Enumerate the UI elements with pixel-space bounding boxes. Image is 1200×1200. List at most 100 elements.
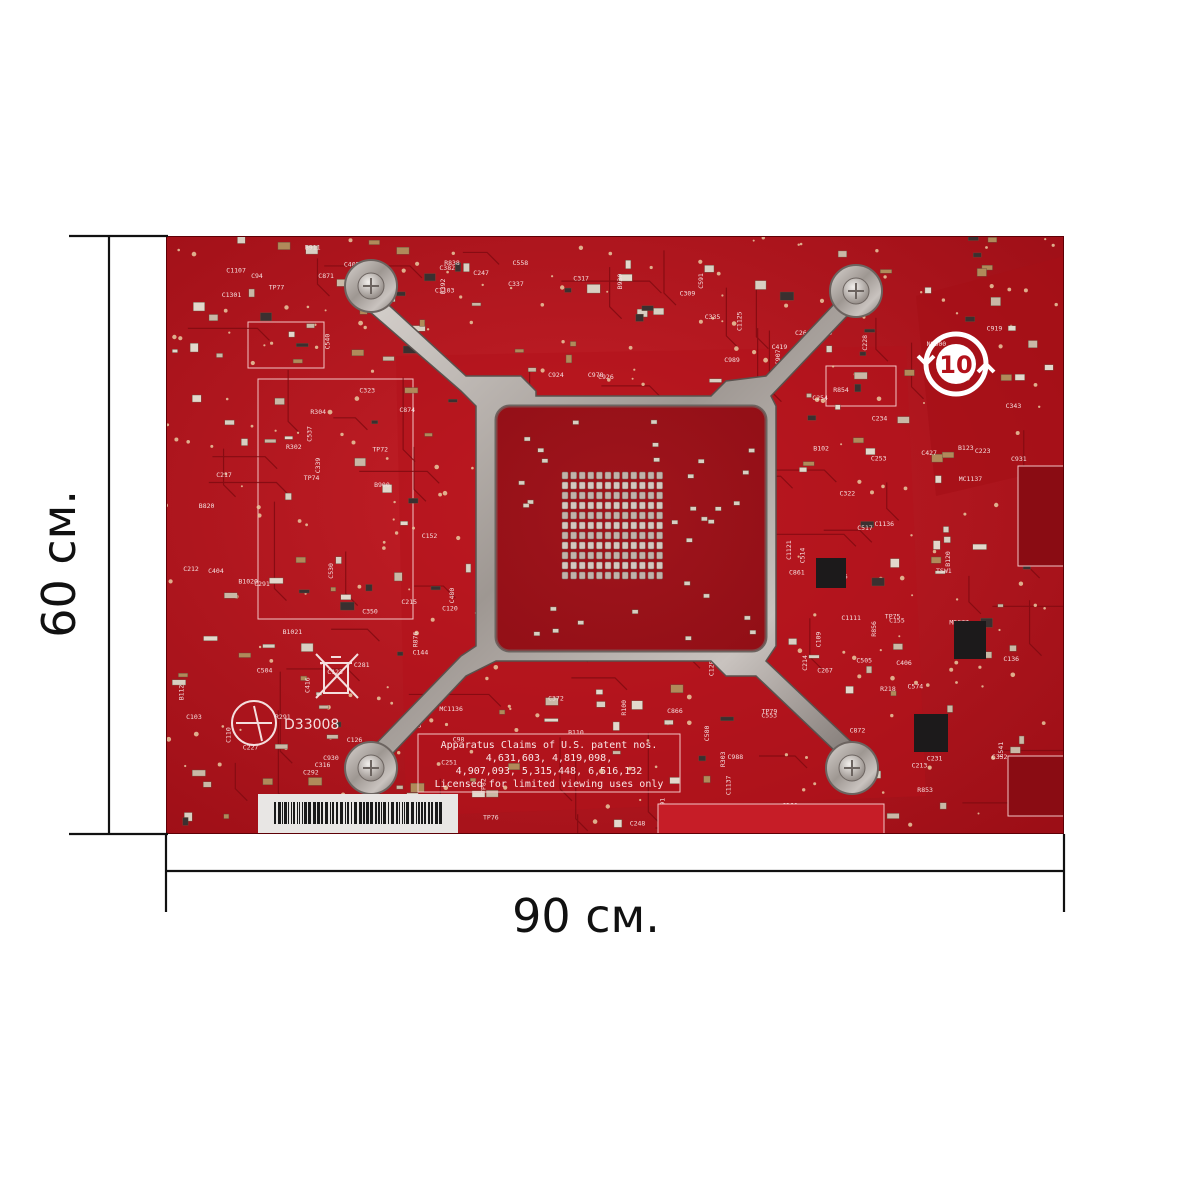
screw-top-left <box>344 259 398 313</box>
silkscreen-label: TP77 <box>269 284 285 292</box>
silkscreen-label: C931 <box>1011 455 1027 463</box>
barcode <box>274 802 442 824</box>
silkscreen-label: C427 <box>921 449 937 457</box>
silkscreen-label: C227 <box>243 744 259 752</box>
patent-line-2: 4,631,603, 4,819,098, <box>486 753 612 764</box>
silkscreen-label: C352 <box>992 753 1008 761</box>
silkscreen-label: C480 <box>448 588 456 604</box>
silkscreen-label: C553 <box>761 712 777 720</box>
silkscreen-label: R853 <box>917 786 933 794</box>
silkscreen-label: C267 <box>817 666 833 674</box>
silkscreen-label: C872 <box>850 726 866 734</box>
silkscreen-label: B110 <box>568 728 584 736</box>
silkscreen-label: C103 <box>186 713 202 721</box>
silkscreen-label: C419 <box>772 343 788 351</box>
silkscreen-label: C128 <box>707 660 715 676</box>
silkscreen-label: C248 <box>630 820 646 828</box>
silkscreen-label: B1020 <box>238 577 258 585</box>
silkscreen-label: C215 <box>401 598 417 606</box>
silkscreen-label: C1111 <box>841 614 861 622</box>
silkscreen-label: TP75 <box>885 612 901 620</box>
silkscreen-label: C1301 <box>222 291 242 299</box>
recycle-badge: 10 <box>916 331 996 397</box>
silkscreen-label: C1136 <box>875 520 895 528</box>
screw-top-right <box>829 264 883 318</box>
silkscreen-label: TSW1 <box>936 567 952 575</box>
silkscreen-label: C110 <box>225 727 233 743</box>
silkscreen-label: C861 <box>789 568 805 576</box>
silkscreen-label: C155 <box>889 617 905 625</box>
silkscreen-label: R218 <box>880 685 896 693</box>
silkscreen-label: C919 <box>987 324 1003 332</box>
silkscreen-label: C247 <box>473 269 489 277</box>
silkscreen-label: C574 <box>908 682 924 690</box>
pcb-outline-box-3 <box>825 365 897 407</box>
height-label: 60 см. <box>32 490 86 638</box>
silkscreen-label: C126 <box>347 736 363 744</box>
gpu-die-pads <box>518 419 757 641</box>
silkscreen-label: MC1137 <box>959 475 983 483</box>
silkscreen-labels: C339C335C352C309C919C1136C1137MC1136MC11… <box>178 243 1027 827</box>
pcb-outline-box-2 <box>247 321 325 369</box>
silkscreen-label: C591 <box>697 273 705 289</box>
silkscreen-label: C1107 <box>226 266 246 274</box>
silkscreen-label: R876 <box>412 632 420 648</box>
silkscreen-label: C871 <box>318 272 334 280</box>
silkscreen-label: C537 <box>305 426 313 442</box>
silkscreen-label: C988 <box>728 753 744 761</box>
silkscreen-label: TP72 <box>372 446 388 454</box>
silkscreen-label: R302 <box>286 443 302 451</box>
bottom-label-patch <box>657 803 885 834</box>
silkscreen-label: C317 <box>573 275 589 283</box>
silkscreen-label: C213 <box>912 762 928 770</box>
silkscreen-label: MC1136 <box>439 705 463 713</box>
silkscreen-label: C505 <box>856 657 872 665</box>
screw-bottom-left <box>344 741 398 795</box>
silkscreen-label: R856 <box>870 621 878 637</box>
silkscreen-label: C322 <box>840 490 856 498</box>
silkscreen-label: C540 <box>324 334 332 350</box>
silkscreen-label: B911 <box>305 243 321 251</box>
patent-line-4: Licensed for limited viewing uses only <box>435 779 664 790</box>
ic-chip-3 <box>816 558 846 588</box>
silkscreen-label: C989 <box>724 356 740 364</box>
silkscreen-label: C120 <box>442 605 458 613</box>
silkscreen-label: C217 <box>216 471 232 479</box>
silkscreen-label: C253 <box>871 455 887 463</box>
silkscreen-label: C214 <box>801 655 809 671</box>
silkscreen-label: C339 <box>314 458 322 474</box>
silkscreen-label: R291 <box>275 713 291 721</box>
silkscreen-label: B900 <box>374 481 390 489</box>
silkscreen-label: B820 <box>199 502 215 510</box>
silkscreen-label: TP76 <box>483 814 499 822</box>
silkscreen-label: C292 <box>303 768 319 776</box>
silkscreen-label: C924 <box>548 371 564 379</box>
silkscreen-label: B112 <box>178 685 186 701</box>
silkscreen-label: C231 <box>927 755 943 763</box>
silkscreen-label: TP74 <box>304 474 320 482</box>
silkscreen-label: R854 <box>833 386 849 394</box>
patent-line-1: Apparatus Claims of U.S. patent nos. <box>441 740 658 751</box>
silkscreen-label: C212 <box>183 565 199 573</box>
silkscreen-label: TP79 <box>762 708 778 716</box>
silkscreen-label: C144 <box>413 648 429 656</box>
silkscreen-label: R303 <box>719 751 727 767</box>
silkscreen-label: C866 <box>667 707 683 715</box>
silkscreen-label: C406 <box>896 659 912 667</box>
pcb-right-plane <box>916 256 1064 496</box>
silkscreen-label: C251 <box>441 758 457 766</box>
silkscreen-label: C254 <box>812 394 828 402</box>
silkscreen-label: C343 <box>1006 402 1022 410</box>
silkscreen-label: C978 <box>588 371 604 379</box>
silkscreen-label: R392 <box>439 278 447 294</box>
silkscreen-label: C1125 <box>736 311 744 331</box>
silkscreen-label: C98 <box>453 736 465 744</box>
silkscreen-label: C281 <box>354 661 370 669</box>
silkscreen-label: C530 <box>327 563 335 579</box>
ic-chip-1 <box>954 621 986 659</box>
silkscreen-label: C504 <box>257 666 273 674</box>
silkscreen-label: C291 <box>254 580 270 588</box>
silkscreen-label: B120 <box>944 551 952 567</box>
silkscreen-label: C223 <box>975 447 991 455</box>
